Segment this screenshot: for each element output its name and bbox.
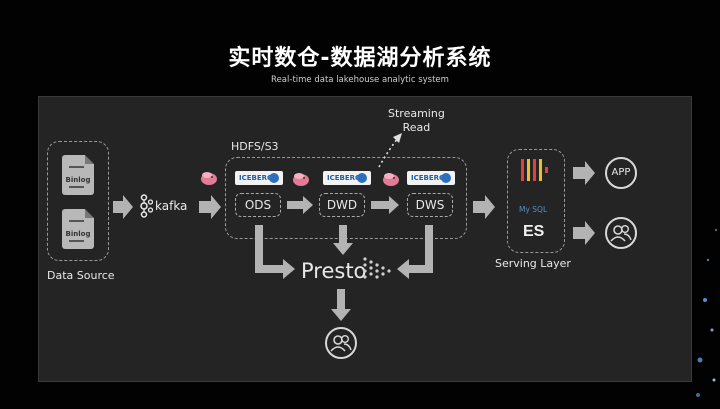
flink-squirrel-icon	[383, 173, 399, 186]
slide-subtitle: Real-time data lakehouse analytic system	[271, 75, 449, 85]
arrow-right-icon	[473, 195, 495, 219]
data-source-label: Data Source	[47, 269, 115, 282]
serving-layer-group	[507, 149, 565, 253]
user-group-icon	[605, 217, 637, 249]
flink-squirrel-icon	[293, 173, 309, 186]
streaming-read-arrow	[378, 136, 400, 168]
iceberg-logo: ICEBERG	[407, 171, 455, 185]
streaming-read-label: Streaming Read	[388, 107, 445, 134]
storage-label: HDFS/S3	[231, 140, 279, 153]
data-source-group	[47, 141, 109, 261]
binlog-label-1: Binlog	[65, 176, 91, 184]
presto-label: Presto	[301, 259, 367, 283]
mysql-label: My SQL	[519, 205, 548, 214]
iceberg-logo: ICEBERG	[235, 171, 283, 185]
arrow-right-icon	[573, 161, 595, 185]
binlog-file-icon: Binlog	[62, 155, 94, 195]
flow-arrows	[113, 133, 595, 321]
arrow-elbow-icon	[397, 225, 433, 279]
arrow-up-icon	[393, 133, 402, 143]
layer-dwd: DWD	[319, 193, 365, 217]
app-icon: APP	[605, 157, 637, 189]
arrow-elbow-icon	[255, 225, 295, 279]
user-group-icon	[325, 327, 357, 359]
app-label: APP	[611, 167, 631, 178]
arrow-right-icon	[199, 195, 221, 219]
iceberg-logo: ICEBERG	[323, 171, 371, 185]
binlog-label-2: Binlog	[65, 230, 91, 238]
es-label: ES	[523, 223, 545, 240]
clickhouse-logo-icon	[521, 159, 548, 181]
layer-ods: ODS	[235, 193, 281, 217]
kafka-logo-icon	[140, 194, 153, 218]
presto-logo-icon	[363, 257, 391, 279]
arrow-right-icon	[287, 196, 313, 214]
arrow-right-icon	[573, 221, 595, 245]
binlog-file-icon: Binlog	[62, 209, 94, 249]
arrow-down-icon	[331, 289, 351, 321]
arrow-right-icon	[113, 195, 133, 219]
serving-layer-label: Serving Layer	[495, 257, 571, 270]
arrow-right-icon	[371, 196, 399, 214]
flink-squirrel-icon	[201, 172, 217, 185]
kafka-label: kafka	[155, 199, 188, 213]
diagram-panel: Binlog Binlog Data Source kafka HDFS/S3	[38, 96, 692, 382]
layer-dws: DWS	[407, 193, 453, 217]
arrow-down-icon	[333, 225, 353, 255]
slide-title: 实时数仓-数据湖分析系统	[228, 46, 492, 71]
